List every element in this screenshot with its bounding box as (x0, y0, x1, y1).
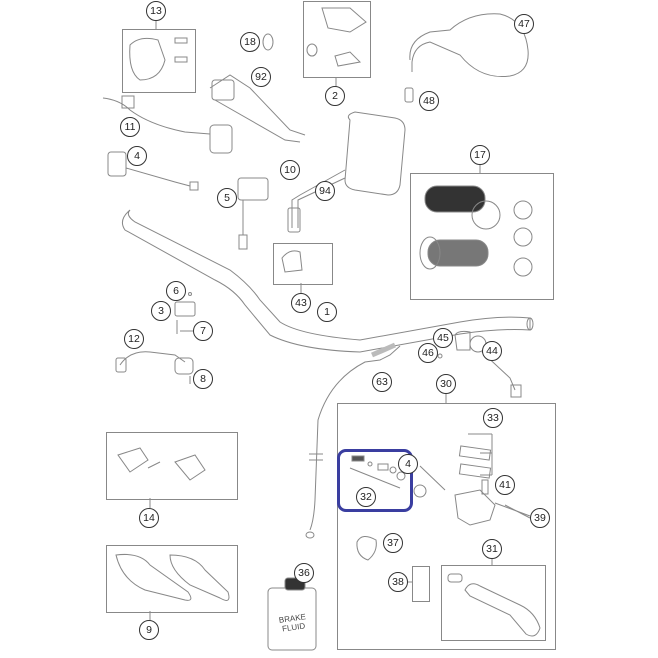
part-group-box2 (303, 1, 371, 78)
callout-part-63[interactable]: 63 (372, 372, 392, 392)
callout-part-12[interactable]: 12 (124, 329, 144, 349)
callout-part-92[interactable]: 92 (251, 67, 271, 87)
callout-part-4[interactable]: 4 (398, 454, 418, 474)
part-group-box13 (122, 29, 196, 93)
part-group-box9 (106, 545, 238, 613)
part-group-box43 (273, 243, 333, 285)
callout-part-30[interactable]: 30 (436, 374, 456, 394)
part-group-box30 (337, 403, 556, 650)
callout-part-8[interactable]: 8 (193, 369, 213, 389)
callout-part-9[interactable]: 9 (139, 620, 159, 640)
callout-part-36[interactable]: 36 (294, 563, 314, 583)
callout-part-47[interactable]: 47 (514, 14, 534, 34)
callout-part-48[interactable]: 48 (419, 91, 439, 111)
callout-part-37[interactable]: 37 (383, 533, 403, 553)
callout-part-4[interactable]: 4 (127, 146, 147, 166)
callout-part-31[interactable]: 31 (482, 539, 502, 559)
callout-part-10[interactable]: 10 (280, 160, 300, 180)
handlebar-part (121, 209, 531, 353)
part-group-box31 (441, 565, 546, 641)
callout-part-1[interactable]: 1 (317, 302, 337, 322)
callout-part-5[interactable]: 5 (217, 188, 237, 208)
part-group-box14 (106, 432, 238, 500)
callout-part-2[interactable]: 2 (325, 86, 345, 106)
callout-part-41[interactable]: 41 (495, 475, 515, 495)
callout-part-94[interactable]: 94 (315, 181, 335, 201)
callout-part-44[interactable]: 44 (482, 341, 502, 361)
callout-part-43[interactable]: 43 (291, 293, 311, 313)
callout-part-38[interactable]: 38 (388, 572, 408, 592)
callout-part-39[interactable]: 39 (530, 508, 550, 528)
part-group-box38 (412, 566, 430, 602)
callout-part-3[interactable]: 3 (151, 301, 171, 321)
callout-part-7[interactable]: 7 (193, 321, 213, 341)
callout-part-45[interactable]: 45 (433, 328, 453, 348)
callout-part-11[interactable]: 11 (120, 117, 140, 137)
callout-part-14[interactable]: 14 (139, 508, 159, 528)
part-group-box17 (410, 173, 554, 300)
callout-part-13[interactable]: 13 (146, 1, 166, 21)
callout-part-17[interactable]: 17 (470, 145, 490, 165)
callout-part-46[interactable]: 46 (418, 343, 438, 363)
callout-part-6[interactable]: 6 (166, 281, 186, 301)
callout-part-32[interactable]: 32 (356, 487, 376, 507)
callout-part-18[interactable]: 18 (240, 32, 260, 52)
highlight-box-part-32[interactable] (337, 449, 413, 512)
callout-part-33[interactable]: 33 (483, 408, 503, 428)
